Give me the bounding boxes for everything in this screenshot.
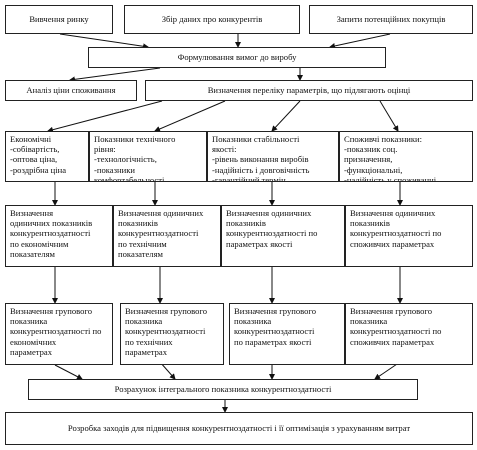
box-integral-indicator-label: Розрахунок інтегрального показника конку… [114,384,332,395]
arrow-param-technical [154,100,226,132]
box-price-analysis: Аналіз ціни споживання [5,80,137,101]
arrow-param-economic [47,100,163,133]
box-market-research-label: Вивчення ринку [29,14,89,25]
box-competitor-data: Збір даних про конкурентів [124,5,300,34]
box-customer-requests: Запити потенційних покупців [309,5,473,34]
box-parameters-list: Визначення переліку параметрів, що підля… [145,80,473,101]
box-integral-indicator: Розрахунок інтегрального показника конку… [28,379,418,400]
arrow-param-consumer [379,100,399,132]
box-competitor-data-label: Збір даних про конкурентів [161,14,263,25]
box-requirements-label: Формулювання вимог до виробу [177,52,297,63]
box-market-research: Вивчення ринку [5,5,113,34]
box-technical-indicators: Показники технічного рівня: -технологічн… [89,131,207,182]
box-price-analysis-label: Аналіз ціни споживання [26,85,116,96]
box-single-technical: Визначення одиничних показників конкурен… [113,205,221,267]
box-economic-indicators: Економічні -собівартість, -оптова ціна, … [5,131,89,182]
box-stability-indicators: Показники стабільності якості: -рівень в… [207,131,339,182]
box-improvement-measures-label: Розробка заходів для підвищення конкурен… [67,423,411,434]
box-customer-requests-label: Запити потенційних покупців [336,14,446,25]
arrow-group-integral-1 [54,364,83,380]
arrow-to-analysis [69,67,161,83]
box-consumer-indicators: Споживчі показники: -показник соц. призн… [339,131,473,182]
box-single-consumer: Визначення одиничних показників конкурен… [345,205,473,267]
box-group-economic: Визначення групового показника конкурент… [5,303,113,365]
box-group-technical: Визначення групового показника конкурент… [120,303,224,365]
box-group-consumer: Визначення групового показника конкурент… [345,303,473,365]
box-requirements: Формулювання вимог до виробу [88,47,386,68]
arrow-market [59,33,149,50]
box-group-stability: Визначення групового показника конкурент… [229,303,345,365]
arrow-customers [329,33,391,49]
arrow-param-stability [271,100,301,132]
box-single-economic: Визначення одиничних показників конкурен… [5,205,113,267]
box-parameters-list-label: Визначення переліку параметрів, що підля… [207,85,411,96]
box-improvement-measures: Розробка заходів для підвищення конкурен… [5,412,473,445]
box-single-stability: Визначення одиничних показників конкурен… [221,205,345,267]
